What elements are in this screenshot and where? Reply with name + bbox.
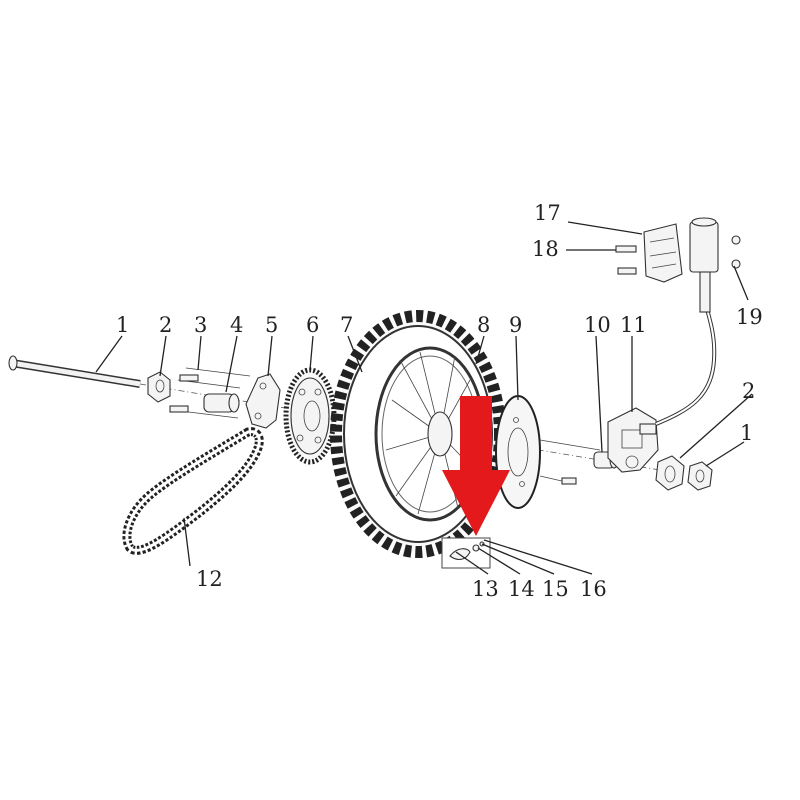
axle-nut-right [655,455,685,491]
callout-7: 7 [340,313,353,337]
callout-labels: 1 2 3 4 5 6 7 8 9 10 11 12 13 14 15 16 1… [116,201,763,601]
brake-caliper [607,407,659,473]
axle-washer-right [687,461,713,491]
callout-16: 16 [580,577,607,601]
callout-6: 6 [306,313,319,337]
callout-3: 3 [194,313,207,337]
disc-bolts [539,439,601,485]
red-down-arrow [442,396,510,536]
callout-9: 9 [509,313,522,337]
callout-2: 2 [159,313,172,337]
brake-disc [495,395,541,509]
callout-2-right: 2 [742,379,755,403]
callout-13: 13 [472,577,499,601]
callout-4: 4 [230,313,243,337]
rear-sprocket [283,367,337,465]
drive-chain [122,427,264,555]
axle-spacer-left [147,371,171,403]
sprocket-spacer [203,393,240,413]
rear-axle [8,355,141,388]
callout-1-right: 1 [740,421,753,445]
callout-1: 1 [116,313,129,337]
callout-5: 5 [265,313,278,337]
lock-plate [245,373,281,429]
callout-14: 14 [508,577,535,601]
sprocket-bolts [169,367,251,419]
brake-master-cylinder [615,217,741,313]
callout-19: 19 [736,305,763,329]
callout-11: 11 [620,313,647,337]
callout-10: 10 [584,313,611,337]
callout-15: 15 [542,577,569,601]
callout-8: 8 [477,313,490,337]
callout-12: 12 [196,567,223,591]
leader-lines [95,221,753,575]
callout-17: 17 [534,201,561,225]
callout-18: 18 [532,237,559,261]
valve-detail-box [441,537,491,569]
